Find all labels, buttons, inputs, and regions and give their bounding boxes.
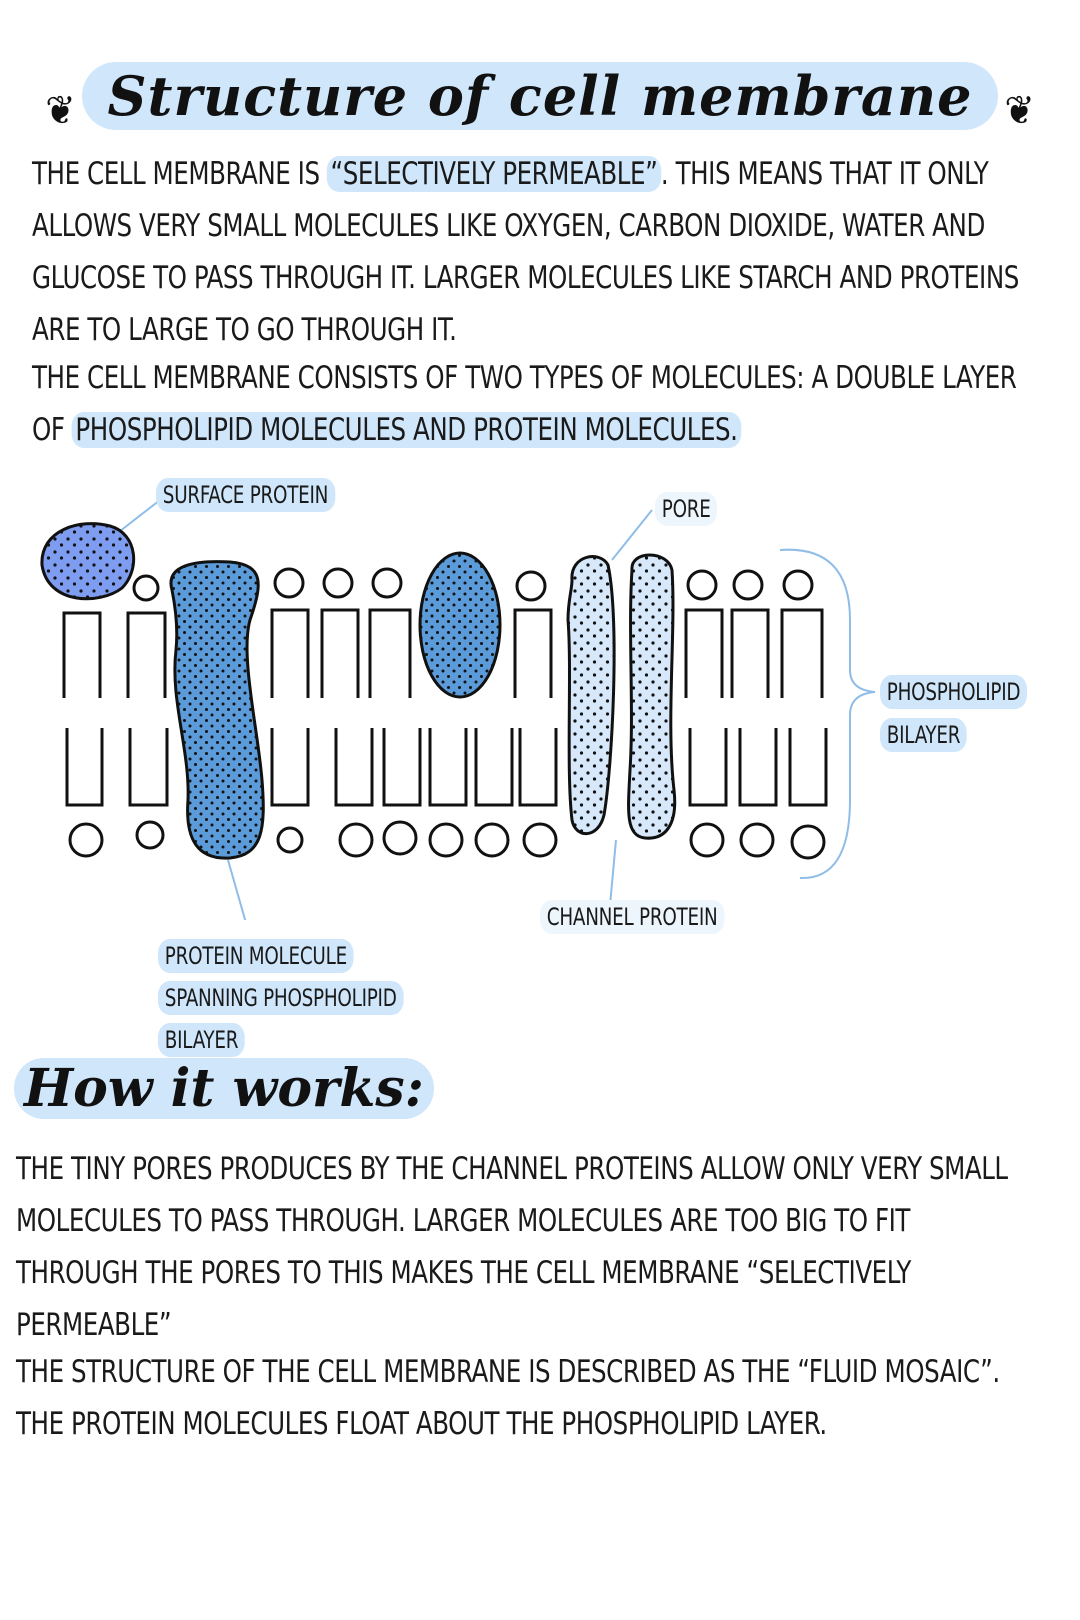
selectively-permeable-highlight: “SELECTIVELY PERMEABLE”	[326, 156, 661, 192]
bilayer-label: BILAYER	[880, 718, 968, 752]
cell-membrane-diagram	[40, 499, 876, 920]
phospholipid-top-8	[730, 569, 770, 698]
channel-protein-pointer	[609, 839, 617, 906]
page-title-text: Structure of cell membrane	[81, 62, 999, 130]
phospholipid-top-4	[320, 567, 360, 698]
protein-molecule-pointer	[227, 859, 247, 920]
phospholipid-bottom-4	[334, 728, 374, 858]
surface-protein-label: SURFACE PROTEIN	[156, 478, 335, 512]
flourish-left-icon: ❦	[45, 87, 76, 134]
phospholipid-bottom-5	[382, 728, 422, 856]
protein-molecule-label-line-1: PROTEIN MOLECULE	[158, 939, 354, 973]
how-it-works-heading: How it works:	[14, 1058, 434, 1119]
phospholipid-top-1	[62, 611, 102, 698]
phospholipid-bottom-7	[474, 728, 514, 858]
phospholipid-top-9	[780, 569, 824, 698]
phospholipid-top-2	[126, 574, 167, 698]
intro-p2-text: THE CELL MEMBRANE CONSISTS OF TWO TYPES …	[32, 360, 1017, 448]
pore-label: PORE	[655, 492, 718, 526]
how-it-works-paragraph-1: THE TINY PORES PRODUCES BY THE CHANNEL P…	[16, 1151, 1008, 1343]
page-title: ❦Structure of cell membrane❦	[0, 62, 1080, 134]
pore-pointer	[611, 509, 653, 561]
phospholipid-bottom-10	[738, 728, 778, 858]
how-it-works-paragraph-2: THE STRUCTURE OF THE CELL MEMBRANE IS DE…	[16, 1354, 1000, 1442]
intro-paragraph-2: THE CELL MEMBRANE CONSISTS OF TWO TYPES …	[32, 352, 1035, 456]
bilayer-brace	[779, 548, 876, 880]
phospholipid-bottom-9	[688, 728, 728, 858]
intro-p1-text-rest: . THIS MEANS THAT IT ONLY ALLOWS VERY SM…	[32, 156, 1019, 348]
channel-protein-left	[566, 555, 616, 836]
channel-protein-right	[627, 553, 677, 840]
protein-molecule-label-line-2: SPANNING PHOSPHOLIPID	[158, 981, 404, 1015]
phospholipid-top-3	[270, 567, 310, 698]
phospholipid-bottom-11	[788, 728, 828, 860]
phospholipid-top-row	[62, 567, 824, 698]
phospholipid-top-5	[368, 567, 412, 698]
phospholipid-bottom-3	[270, 728, 310, 854]
protein-molecule-label-line-3: BILAYER	[158, 1023, 246, 1057]
surface-protein-shape	[40, 522, 136, 601]
phospholipid-top-7	[684, 569, 724, 698]
channel-protein-label: CHANNEL PROTEIN	[540, 900, 725, 934]
spanning-protein-shape	[169, 560, 265, 860]
phospholipid-bottom-8	[518, 728, 558, 858]
surface-protein-pointer	[114, 499, 161, 536]
intro-paragraph-1: THE CELL MEMBRANE IS “SELECTIVELY PERMEA…	[32, 148, 1035, 356]
phospholipid-protein-highlight: PHOSPHOLIPID MOLECULES AND PROTEIN MOLEC…	[71, 412, 742, 448]
phospholipid-bottom-6	[428, 728, 468, 858]
flourish-right-icon: ❦	[1004, 87, 1035, 134]
pointer-lines	[114, 499, 876, 920]
phospholipid-bottom-row	[65, 728, 828, 860]
phospholipid-bottom-2	[128, 728, 169, 850]
phospholipid-bottom-1	[65, 728, 104, 858]
embedded-protein-shape	[418, 551, 502, 699]
phospholipid-label: PHOSPHOLIPID	[880, 675, 1028, 709]
phospholipid-top-6	[513, 570, 553, 698]
intro-p1-text: THE CELL MEMBRANE IS	[32, 156, 327, 192]
